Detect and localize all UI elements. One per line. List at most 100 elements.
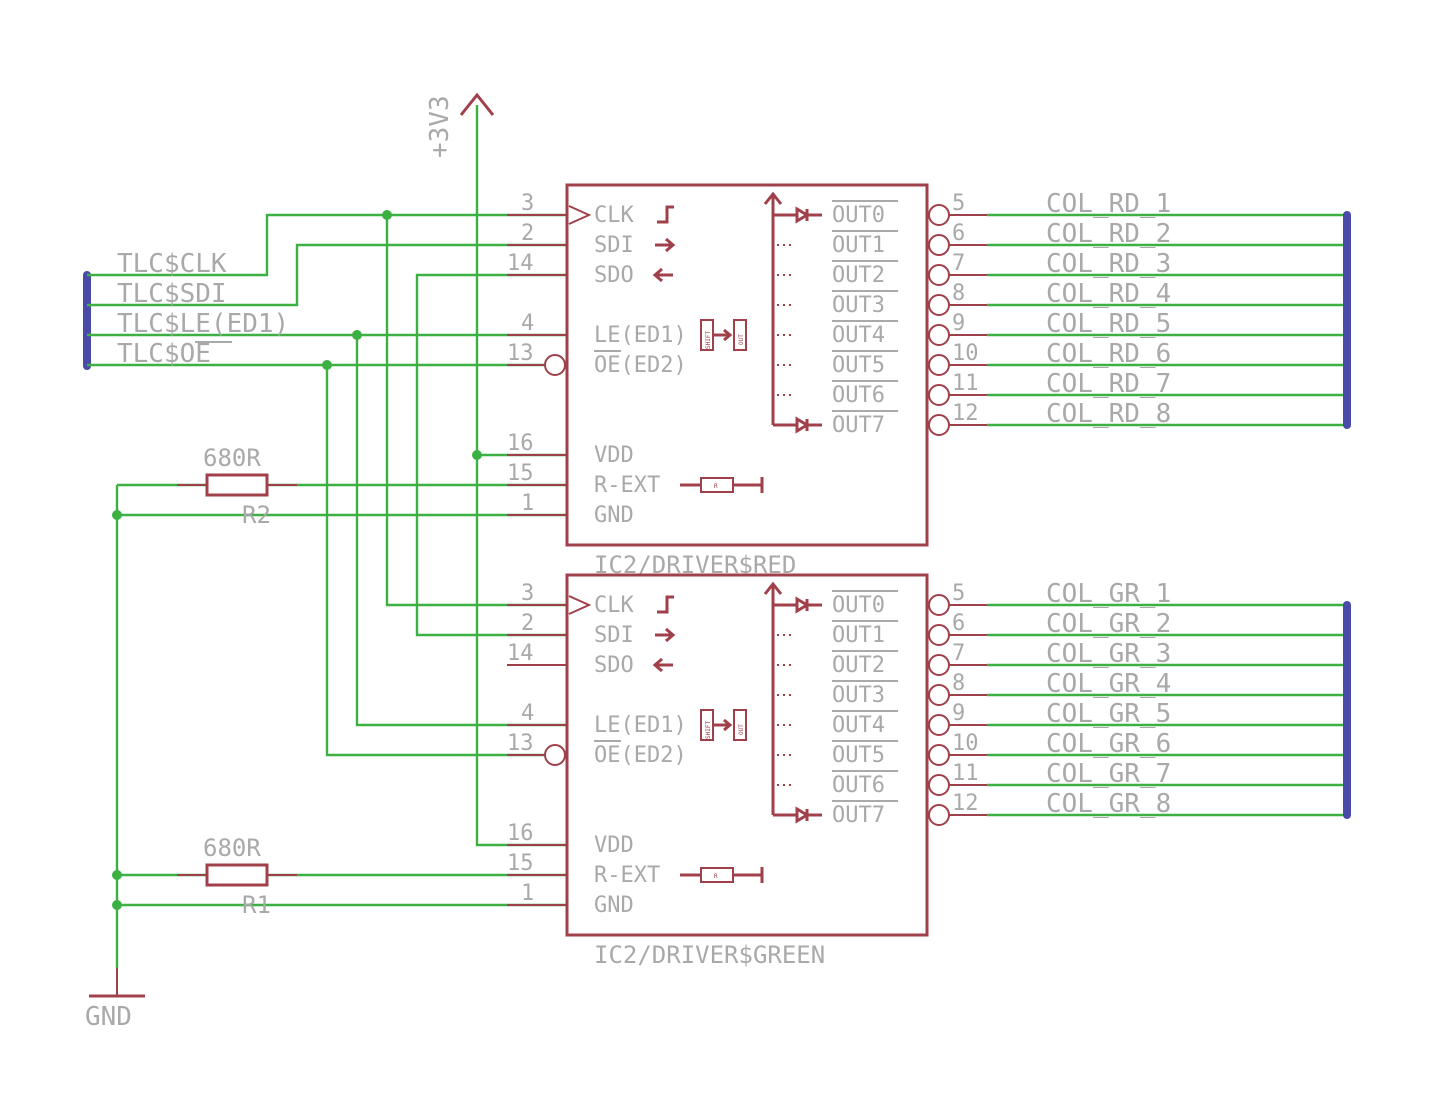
pin-number: 12 [952, 401, 979, 426]
diode-icon [795, 206, 810, 224]
pin-name: SDO [594, 653, 634, 678]
pin-name-rest: (ED2) [621, 353, 687, 378]
arrow-right-icon [655, 237, 676, 253]
pin-name: GND [594, 893, 634, 918]
ic-red-pin-le: 4 LE(ED1) SHIFT OUT [507, 311, 747, 351]
net-label-col-rd: COL_RD_6 [1046, 339, 1171, 369]
inversion-bubble-icon [928, 294, 950, 316]
ic-green-body [565, 573, 929, 937]
pin-number: 6 [952, 611, 965, 636]
net-label-tlc-oe-bar: OE [180, 339, 211, 369]
net-label-col-gr: COL_GR_8 [1046, 789, 1171, 819]
pin-name: CLK [594, 203, 634, 228]
ic-red-outputs: OUT0 5 OUT1 6 OUT2 7 OUT3 [832, 191, 987, 438]
inversion-bubble-icon [928, 264, 950, 286]
pin-number: 6 [952, 221, 965, 246]
pin-number: 5 [952, 581, 965, 606]
dotted-output-ticks [777, 244, 792, 396]
resistor-r2-value: 680R [203, 444, 261, 472]
resistor-r1-name: R1 [242, 891, 271, 919]
pin-number: 13 [507, 341, 534, 366]
ic-red-pin-sdi: 2 SDI [507, 221, 676, 258]
output-pin: OUT5 10 [832, 341, 987, 378]
inversion-bubble-icon [928, 714, 950, 736]
output-pin: OUT6 11 [832, 761, 987, 798]
ic-green-label: IC2/DRIVER$GREEN [594, 941, 825, 969]
pin-number: 7 [952, 251, 965, 276]
net-label-col-gr: COL_GR_3 [1046, 639, 1171, 669]
inversion-bubble-icon [928, 234, 950, 256]
junction-gnd-green [112, 900, 122, 910]
pin-number: 8 [952, 281, 965, 306]
output-pin: OUT4 9 [832, 311, 987, 348]
net-label-col-rd: COL_RD_3 [1046, 249, 1171, 279]
pin-number: 13 [507, 731, 534, 756]
dotted-output-ticks [777, 634, 792, 786]
pin-name: OUT4 [832, 323, 885, 348]
pin-number: 11 [952, 371, 979, 396]
ic-red-pin-gnd: 1 GND [507, 491, 634, 528]
inversion-bubble-icon [544, 744, 566, 766]
shift-register-label: SHIFT [705, 331, 712, 349]
wire-oe-to-green [325, 365, 545, 757]
inversion-bubble-icon [928, 654, 950, 676]
junction-clk [382, 210, 392, 220]
ic-green-output-bus [763, 581, 822, 824]
ic-red-pin-sdo: 14 SDO [507, 251, 673, 288]
ic-red-output-bus [763, 191, 822, 434]
pin-number: 3 [521, 191, 534, 216]
pin-number: 2 [521, 611, 534, 636]
diode-icon [795, 596, 810, 614]
net-label-col-gr: COL_GR_4 [1046, 669, 1171, 699]
resistor-r2-icon [205, 473, 269, 497]
pin-number: 1 [521, 881, 534, 906]
inversion-bubble-icon [544, 354, 566, 376]
ic-green-pin-clk: 3 CLK [507, 581, 674, 618]
net-label-col-rd: COL_RD_7 [1046, 369, 1171, 399]
resistor-r2-name: R2 [242, 501, 271, 529]
pin-name: OUT2 [832, 653, 885, 678]
shift-register-label: SHIFT [705, 721, 712, 739]
ic-green-outputs: OUT0 5 OUT1 6 OUT2 7 OUT3 [832, 581, 987, 828]
supply-label: +3V3 [425, 95, 455, 158]
pin-number: 12 [952, 791, 979, 816]
pin-number: 8 [952, 671, 965, 696]
pin-name: OUT3 [832, 293, 885, 318]
pin-name: OE(ED2) [594, 743, 687, 768]
pin-name: OUT1 [832, 233, 885, 258]
diode-icon [795, 806, 810, 824]
clock-triangle-icon [568, 205, 592, 225]
net-label-tlc-le: TLC$LE(ED1) [117, 309, 289, 339]
pin-name: OUT6 [832, 773, 885, 798]
output-pin: OUT1 6 [832, 221, 987, 258]
wire-sdo-to-green-sdi [415, 273, 567, 637]
inversion-bubble-icon [928, 384, 950, 406]
junction-oe [322, 360, 332, 370]
output-pin: OUT6 11 [832, 371, 987, 408]
pin-name: GND [594, 503, 634, 528]
net-label-col-rd: COL_RD_5 [1046, 309, 1171, 339]
latch-arrow-icon [713, 328, 733, 342]
pin-number: 11 [952, 761, 979, 786]
output-latch-icon [733, 709, 747, 741]
wire-tlc-clk [87, 213, 567, 277]
clock-triangle-icon [568, 595, 592, 615]
arrow-right-icon [655, 627, 676, 643]
pin-name: OUT7 [832, 413, 885, 438]
inversion-bubble-icon [928, 744, 950, 766]
net-label-col-rd: COL_RD_1 [1046, 189, 1171, 219]
ic-red-body [565, 183, 929, 547]
ic-green-pin-oe: 13 OE(ED2) [507, 731, 687, 768]
ic-green-pin-gnd: 1 GND [507, 881, 634, 918]
output-pin: OUT5 10 [832, 731, 987, 768]
ic-green-pin-sdo: 14 SDO [507, 641, 673, 678]
pin-number: 2 [521, 221, 534, 246]
output-pin: OUT0 5 [832, 191, 987, 228]
net-label-tlc-clk: TLC$CLK [117, 249, 227, 279]
inversion-bubble-icon [928, 324, 950, 346]
pin-name: OUT1 [832, 623, 885, 648]
pin-number: 14 [507, 251, 534, 276]
output-pin: OUT2 7 [832, 641, 987, 678]
inversion-bubble-icon [928, 414, 950, 436]
current-arrow-icon [763, 581, 783, 815]
